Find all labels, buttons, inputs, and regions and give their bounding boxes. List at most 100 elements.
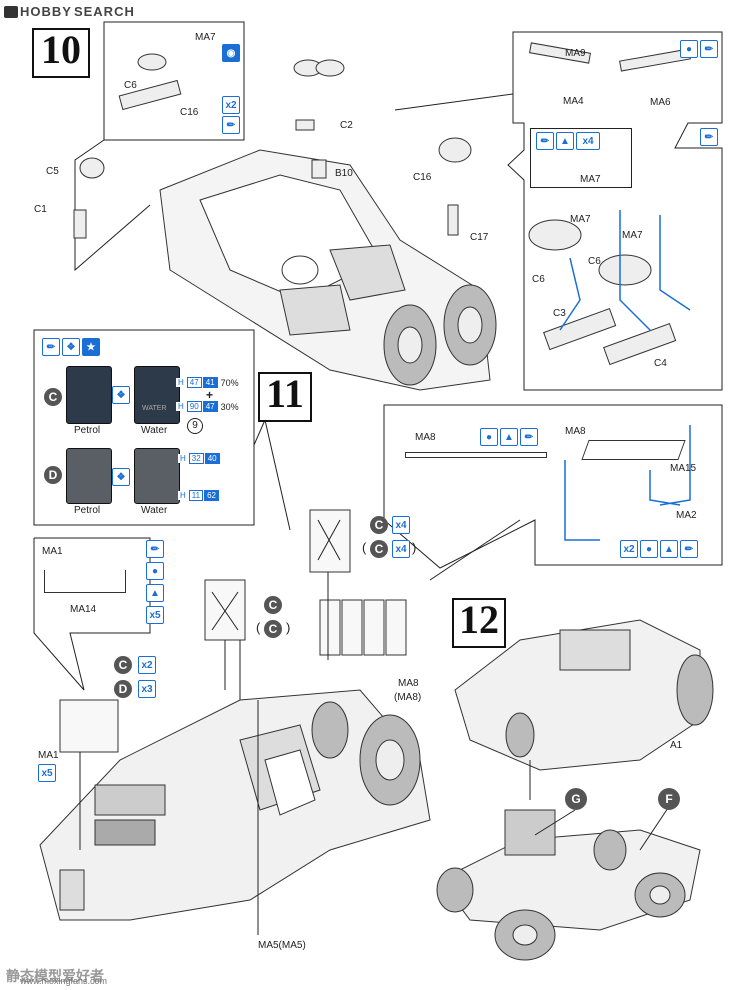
part-label: B10	[335, 168, 353, 179]
part-label: C2	[340, 120, 353, 131]
callout-d: D	[44, 466, 62, 484]
part-label: C3	[553, 308, 566, 319]
color-code: H 90 47 30%	[176, 401, 241, 412]
can-label-water: Water	[141, 425, 168, 436]
qty-x4-badge: x4	[576, 132, 600, 150]
callout-g: G	[565, 788, 587, 810]
part-label: C1	[34, 204, 47, 215]
can-label-water: Water	[141, 505, 168, 516]
part-label: MA15	[670, 463, 697, 474]
part-label: MA7	[622, 230, 643, 241]
hchip-h: H	[176, 402, 186, 411]
paren-open: (	[362, 540, 367, 555]
mix-icon: ❖	[112, 468, 130, 486]
part-label: C5	[46, 166, 59, 177]
qty-x4-badge: x4	[392, 540, 410, 558]
hchip-num: 40	[204, 453, 220, 464]
step-11-number: 11	[258, 372, 312, 422]
paint-icon: ✏	[520, 428, 538, 446]
site-logo: HOBBY SEARCH	[4, 4, 135, 19]
part-label: MA14	[70, 604, 97, 615]
qty-x4-badge: x4	[392, 516, 410, 534]
stencil-water: WATER	[142, 405, 167, 412]
mix-percent: 30%	[220, 401, 239, 412]
qty-x2-badge: x2	[138, 656, 156, 674]
part-label: MA9	[565, 48, 586, 59]
qty-x3-badge: x3	[138, 680, 156, 698]
callout-d: D	[114, 680, 132, 698]
part-label: MA7	[580, 174, 601, 185]
callout-c: C	[264, 620, 282, 638]
paint-icon: ✏	[222, 116, 240, 134]
petrol-can	[66, 366, 112, 424]
qty-x5-badge: x5	[146, 606, 164, 624]
hchip-num: 11	[188, 490, 204, 501]
water-can	[134, 366, 180, 424]
color-code: H 32 40	[178, 453, 220, 464]
paint-icon: ✏	[700, 128, 718, 146]
logo-text-hobby: HOBBY	[20, 4, 72, 19]
part-label: MA1	[38, 750, 59, 761]
water-can	[134, 448, 180, 504]
mix-icon: ❖	[62, 338, 80, 356]
bend-icon: ▲	[556, 132, 574, 150]
callout-c: C	[264, 596, 282, 614]
part-label: MA8	[398, 678, 419, 689]
part-label: MA7	[570, 214, 591, 225]
logo-mark	[4, 5, 18, 18]
part-label: C16	[180, 107, 199, 118]
glue-icon: ●	[480, 428, 498, 446]
step-12-number: 12	[452, 598, 506, 648]
hchip-num: 47	[202, 401, 218, 412]
hchip-h: H	[178, 454, 188, 463]
part-label: (MA8)	[394, 692, 422, 703]
hchip-num: 41	[202, 377, 218, 388]
paint-icon: ✏	[146, 540, 164, 558]
qty-x2-badge: x2	[620, 540, 638, 558]
step-10-number: 10	[32, 28, 90, 78]
petrol-can	[66, 448, 112, 504]
part-label: C17	[470, 232, 489, 243]
ma14-part	[44, 570, 126, 593]
part-label: MA4	[563, 96, 584, 107]
color-code: H 11 62	[178, 490, 219, 501]
callout-c: C	[370, 516, 388, 534]
can-label-petrol: Petrol	[74, 425, 101, 436]
part-label: MA1	[42, 546, 63, 557]
callout-c: C	[44, 388, 62, 406]
paint-icon: ✏	[536, 132, 554, 150]
hchip-num: 47	[186, 377, 202, 388]
hchip-h: H	[178, 491, 188, 500]
part-label: A1	[670, 740, 683, 751]
hchip-num: 32	[188, 453, 204, 464]
callout-f: F	[658, 788, 680, 810]
star-icon: ★	[82, 338, 100, 356]
glue-icon: ◉	[222, 44, 240, 62]
paint-icon: ✏	[700, 40, 718, 58]
glue-icon: ●	[680, 40, 698, 58]
paint-icon: ✏	[42, 338, 60, 356]
ma8-frame	[581, 440, 686, 460]
paren-close: )	[286, 620, 291, 635]
part-label: MA8	[565, 426, 586, 437]
hchip-h: H	[176, 378, 186, 387]
part-label: C6	[124, 80, 137, 91]
mix-percent: 70%	[220, 377, 239, 388]
bend-icon: ▲	[146, 584, 164, 602]
part-label: MA7	[195, 32, 216, 43]
callout-number-9: 9	[187, 418, 203, 434]
glue-icon: ●	[640, 540, 658, 558]
paren-open: (	[256, 620, 261, 635]
glue-icon: ●	[146, 562, 164, 580]
paint-icon: ✏	[680, 540, 698, 558]
part-label: C16	[413, 172, 432, 183]
part-label: MA2	[676, 510, 697, 521]
watermark-cn: 静态模型爱好者	[6, 968, 104, 984]
hchip-num: 90	[186, 401, 202, 412]
callout-c: C	[370, 540, 388, 558]
color-code: H 47 41 70%	[176, 377, 241, 388]
part-label: C4	[654, 358, 667, 369]
bend-icon: ▲	[500, 428, 518, 446]
part-label: MA5(MA5)	[258, 940, 306, 951]
